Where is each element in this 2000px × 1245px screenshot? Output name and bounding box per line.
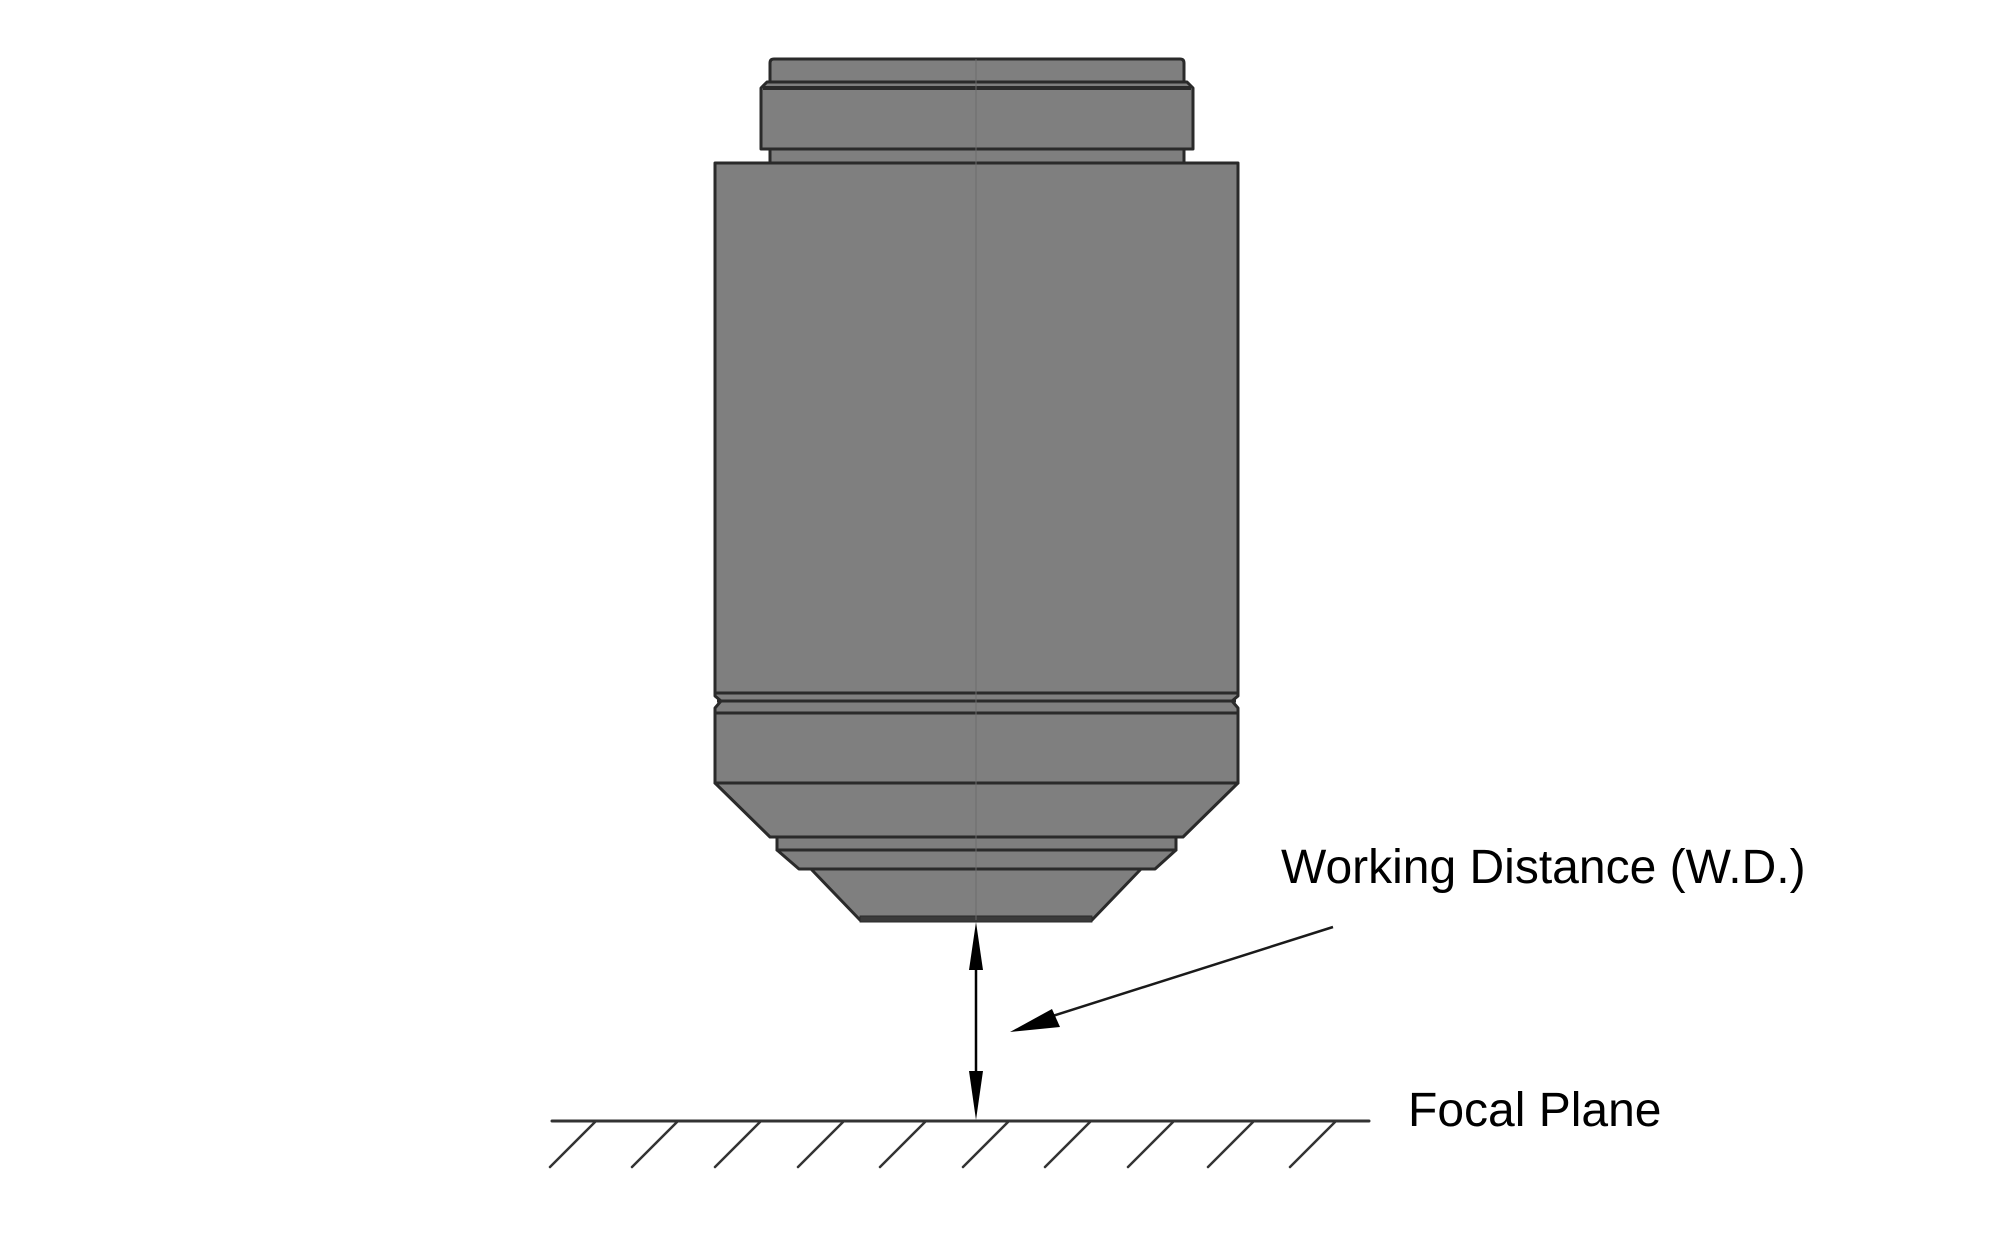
objective-neck (768, 147, 1186, 165)
microscope-objective (713, 57, 1240, 923)
objective-knurled-ring (759, 80, 1195, 151)
arrow-up-head-icon (969, 922, 983, 970)
objective-top-cap (768, 57, 1186, 84)
focal-plane (548, 1119, 1371, 1169)
focal-plane-label: Focal Plane (1408, 1084, 1662, 1137)
working-distance-leader-arrow (1010, 925, 1334, 1032)
working-distance-dimension-arrow (969, 922, 983, 1120)
working-distance-label: Working Distance (W.D.) (1281, 841, 1806, 894)
leader-arrow-head-icon (1010, 1009, 1060, 1032)
focal-plane-hatching (548, 1120, 1337, 1169)
arrow-down-head-icon (969, 1071, 983, 1120)
